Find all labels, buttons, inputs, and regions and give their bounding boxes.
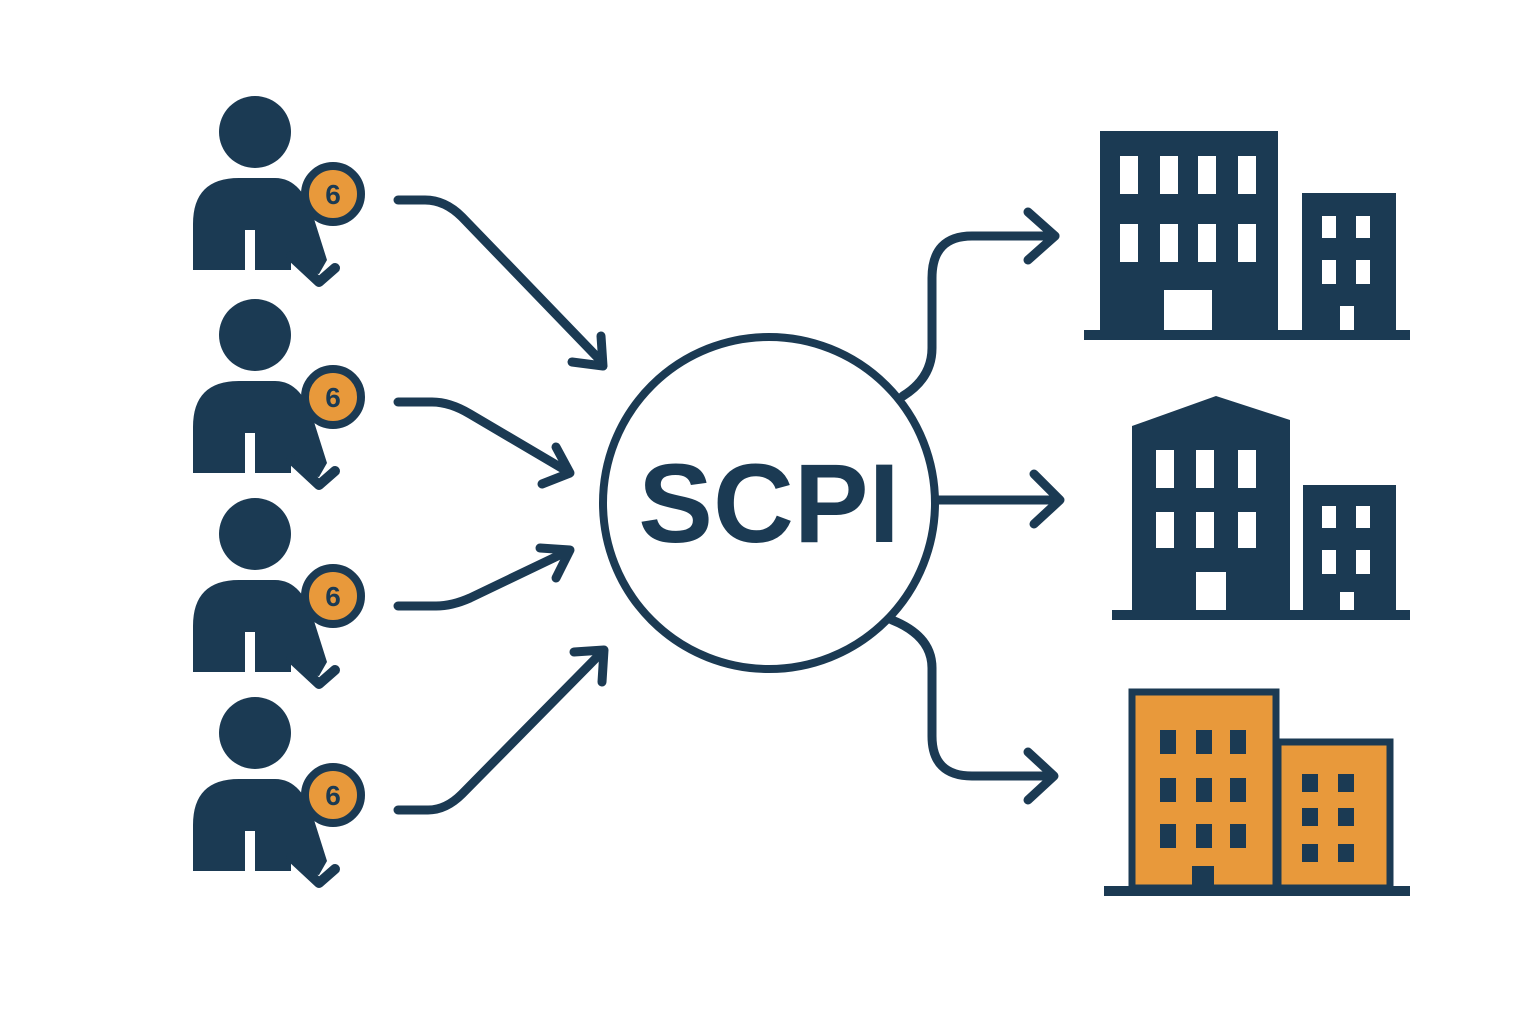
office-buildings-icon <box>1084 131 1410 340</box>
investor-group: 6 6 6 6 <box>193 96 365 883</box>
arrow-head-icon <box>1023 747 1059 805</box>
arrow-head-icon <box>569 645 609 687</box>
arrow-head-icon <box>537 442 575 489</box>
investor-icon: 6 <box>193 299 365 485</box>
arrow-investor-2-to-scpi <box>393 397 570 475</box>
scpi-label: SCPI <box>638 441 899 566</box>
investor-icon: 6 <box>193 697 365 883</box>
outgoing-arrows <box>887 207 1065 805</box>
coin-icon <box>301 564 365 628</box>
coin-icon <box>301 763 365 827</box>
incoming-arrows <box>393 195 609 815</box>
coin-label: 6 <box>325 382 341 413</box>
coin-icon <box>301 365 365 429</box>
arrow-scpi-to-building-1 <box>898 231 1060 401</box>
arrow-head-icon <box>535 543 575 583</box>
investor-icon: 6 <box>193 498 365 684</box>
investor-icon: 6 <box>193 96 365 282</box>
office-buildings-icon <box>1104 688 1410 896</box>
arrow-investor-4-to-scpi <box>393 647 607 815</box>
arrow-head-icon <box>1029 469 1065 529</box>
arrow-investor-3-to-scpi <box>393 547 571 611</box>
office-buildings-peaked-roof-icon <box>1112 396 1410 620</box>
arrow-scpi-to-building-3 <box>887 615 1057 781</box>
coin-label: 6 <box>325 581 341 612</box>
coin-label: 6 <box>325 780 341 811</box>
arrow-investor-1-to-scpi <box>393 195 605 365</box>
arrow-head-icon <box>567 331 608 371</box>
coin-icon <box>301 162 365 226</box>
arrow-head-icon <box>1023 207 1060 265</box>
coin-label: 6 <box>325 179 341 210</box>
scpi-node: SCPI <box>599 333 939 673</box>
